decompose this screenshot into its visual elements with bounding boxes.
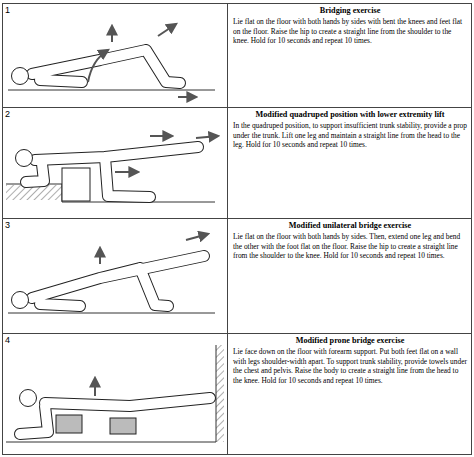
- exercise-instructions: Lie flat on the floor with both hands by…: [233, 232, 467, 261]
- illustration-line: [186, 234, 208, 240]
- exercise-instructions: Lie flat on the floor with both hands by…: [233, 17, 467, 46]
- row-number: 3: [5, 220, 10, 230]
- exercise-title: Modified quadruped position with lower e…: [233, 110, 467, 120]
- exercise-description-box: Modified quadruped position with lower e…: [228, 108, 471, 218]
- quadruped-illustration: [6, 136, 218, 202]
- row-number: 4: [5, 335, 10, 345]
- illustration-rect: [110, 418, 136, 434]
- exercise-description-box: Bridging exerciseLie flat on the floor w…: [228, 4, 471, 107]
- illustration-line: [99, 248, 101, 264]
- illustration-circle: [12, 68, 29, 85]
- exercise-instructions: In the quadruped position, to support in…: [233, 121, 467, 150]
- illustration-use: [20, 398, 210, 434]
- illustration-line: [115, 171, 138, 173]
- illustration-rect: [62, 168, 90, 201]
- illustration-line: [8, 313, 215, 314]
- illustration-use: [32, 50, 180, 83]
- illustration-rect: [3, 4, 472, 455]
- row-number: 2: [5, 109, 10, 119]
- table-grid: [3, 4, 472, 455]
- illustration-line: [3, 218, 472, 219]
- exercise-title: Modified unilateral bridge exercise: [233, 221, 467, 231]
- illustration-path: [88, 50, 108, 82]
- illustration-rect: [216, 345, 224, 442]
- illustration-line: [3, 333, 472, 334]
- illustration-line: [227, 4, 228, 455]
- illustration-polyline: [6, 345, 216, 442]
- prone-bridge-illustration: [6, 345, 224, 442]
- exercise-description-box: Modified prone bridge exerciseLie face d…: [228, 334, 471, 454]
- illustration-line: [111, 26, 113, 42]
- unilateral-bridge-illustration: [8, 234, 215, 313]
- illustration-use: [32, 256, 204, 306]
- exercise-title: Bridging exercise: [233, 6, 467, 16]
- bridging-illustration: [8, 24, 215, 97]
- illustration-line: [3, 107, 472, 108]
- illustration-line: [196, 136, 218, 138]
- illustration-circle: [20, 390, 37, 407]
- illustration-use: [32, 50, 180, 83]
- exercise-instructions: Lie face down on the floor with forearm …: [233, 347, 467, 385]
- illustration-use: [26, 147, 198, 197]
- exercise-description-box: Modified unilateral bridge exerciseLie f…: [228, 219, 471, 333]
- illustration-circle: [12, 292, 29, 309]
- illustration-use: [32, 256, 204, 306]
- illustration-line: [94, 378, 96, 396]
- illustration-line: [158, 24, 176, 36]
- illustration-line: [150, 135, 172, 137]
- illustration-circle: [16, 150, 33, 167]
- exercise-title: Modified prone bridge exercise: [233, 336, 467, 346]
- illustration-line: [178, 96, 196, 98]
- illustration-line: [8, 90, 215, 91]
- row-number: 1: [5, 5, 10, 15]
- illustration-rect: [56, 415, 82, 433]
- illustration-use: [20, 398, 210, 434]
- illustration-use: [26, 147, 198, 197]
